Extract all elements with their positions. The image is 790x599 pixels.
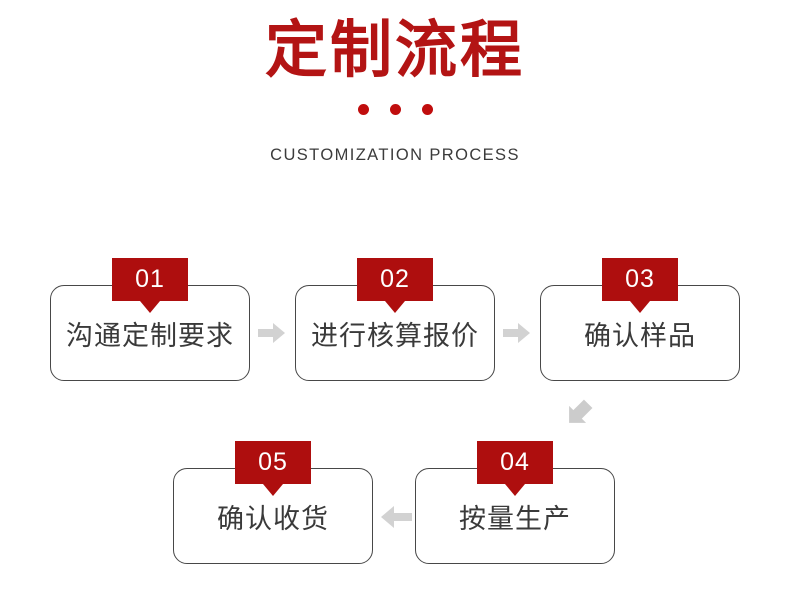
step-number-badge-02: 02 xyxy=(357,258,433,301)
page-subtitle: CUSTOMIZATION PROCESS xyxy=(270,146,520,164)
process-step-04[interactable]: 04 按量生产 xyxy=(415,441,615,564)
process-step-03[interactable]: 03 确认样品 xyxy=(540,258,740,381)
arrow-step4-to-step5-icon xyxy=(380,504,412,530)
process-step-02[interactable]: 02 进行核算报价 xyxy=(295,258,495,381)
step-number-badge-01: 01 xyxy=(112,258,188,301)
step-label-01: 沟通定制要求 xyxy=(66,320,234,352)
dot-2 xyxy=(389,103,401,115)
page-header: 定制流程 CUSTOMIZATION PROCESS xyxy=(0,0,790,165)
step-label-04: 按量生产 xyxy=(459,503,571,535)
step-label-02: 进行核算报价 xyxy=(311,320,479,352)
process-step-05[interactable]: 05 确认收货 xyxy=(173,441,373,564)
step-label-05: 确认收货 xyxy=(217,503,329,535)
process-step-01[interactable]: 01 沟通定制要求 xyxy=(50,258,250,381)
arrow-step2-to-step3-icon xyxy=(503,321,531,345)
arrow-step1-to-step2-icon xyxy=(258,321,286,345)
arrow-step3-to-step4-icon xyxy=(562,396,596,430)
step-number-badge-05: 05 xyxy=(235,441,311,484)
step-number-badge-04: 04 xyxy=(477,441,553,484)
decorative-dots xyxy=(0,102,790,116)
dot-3 xyxy=(421,103,433,115)
step-number-badge-03: 03 xyxy=(602,258,678,301)
page-title: 定制流程 xyxy=(264,13,525,86)
step-label-03: 确认样品 xyxy=(584,320,696,352)
dot-1 xyxy=(357,103,369,115)
